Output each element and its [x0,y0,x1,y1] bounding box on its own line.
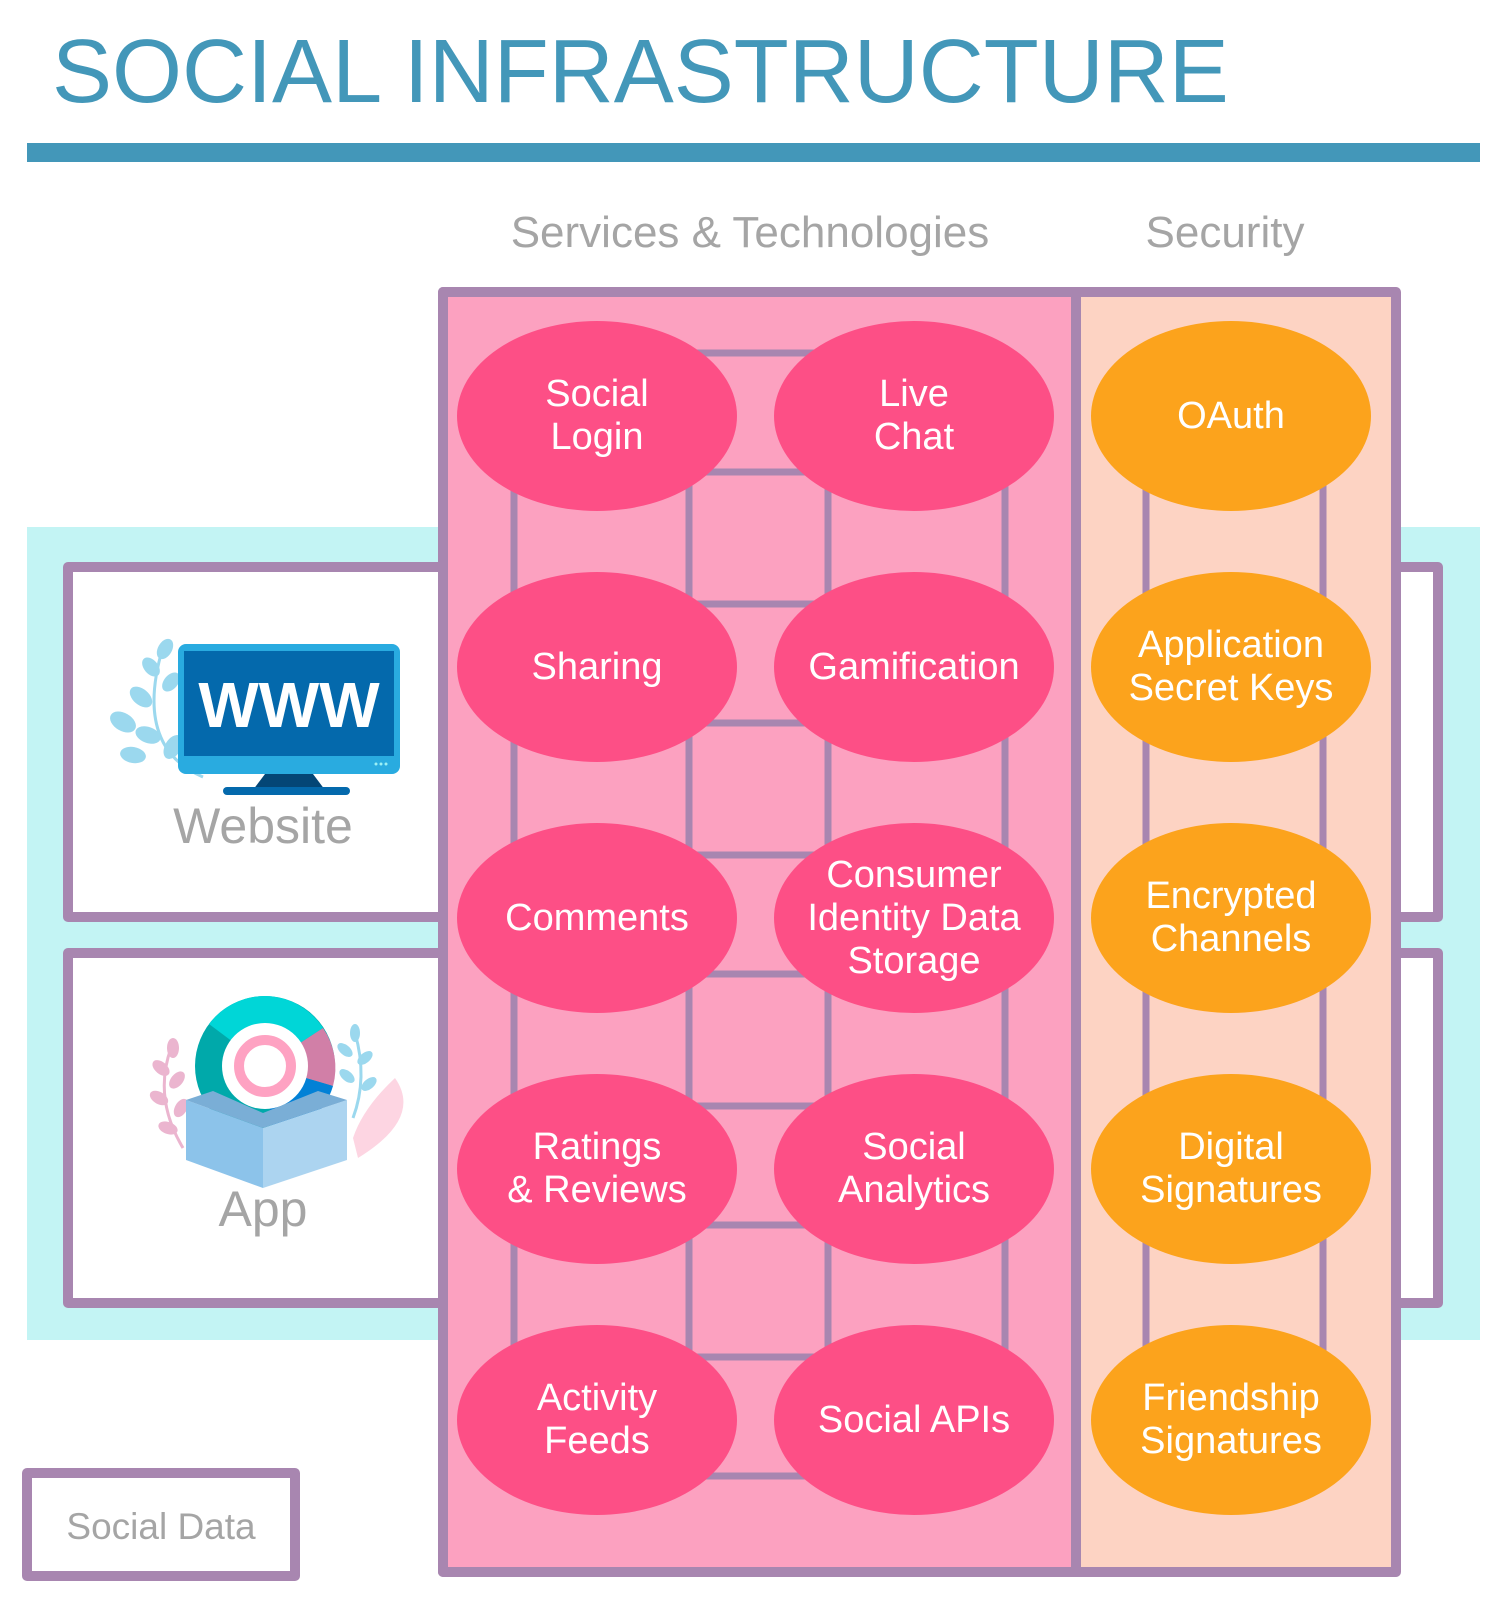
website-monitor-icon: WWW [110,638,400,795]
service-node[interactable]: Ratings & Reviews [457,1074,737,1264]
website-label: Website [173,798,353,854]
pink-leaf-icon [149,1038,189,1149]
website-source-box[interactable]: WWW Website [63,562,463,922]
app-source-box[interactable]: App [63,948,463,1308]
security-node[interactable]: OAuth [1091,321,1371,511]
svg-text:WWW: WWW [198,669,380,741]
service-node[interactable]: Activity Feeds [457,1325,737,1515]
app-label: App [218,1181,308,1237]
legend-social-data: Social Data [22,1468,300,1581]
service-node[interactable]: Live Chat [774,321,1054,511]
service-node[interactable]: Gamification [774,572,1054,762]
title-divider [27,143,1480,162]
service-node[interactable]: Consumer Identity Data Storage [774,823,1054,1013]
service-node[interactable]: Sharing [457,572,737,762]
leaf-branch-icon [110,638,204,779]
app-box-icon [149,996,404,1188]
security-node[interactable]: Friendship Signatures [1091,1325,1371,1515]
column-header-services: Services & Technologies [510,208,990,257]
service-node[interactable]: Comments [457,823,737,1013]
security-node[interactable]: Digital Signatures [1091,1074,1371,1264]
blue-leaf-icon [337,1024,377,1119]
service-node[interactable]: Social Login [457,321,737,511]
security-node[interactable]: Encrypted Channels [1091,823,1371,1013]
service-node[interactable]: Social Analytics [774,1074,1054,1264]
legend-label: Social Data [66,1506,256,1547]
column-header-security: Security [1145,208,1305,257]
page-title: SOCIAL INFRASTRUCTURE [52,22,1229,122]
security-node[interactable]: Application Secret Keys [1091,572,1371,762]
service-node[interactable]: Social APIs [774,1325,1054,1515]
